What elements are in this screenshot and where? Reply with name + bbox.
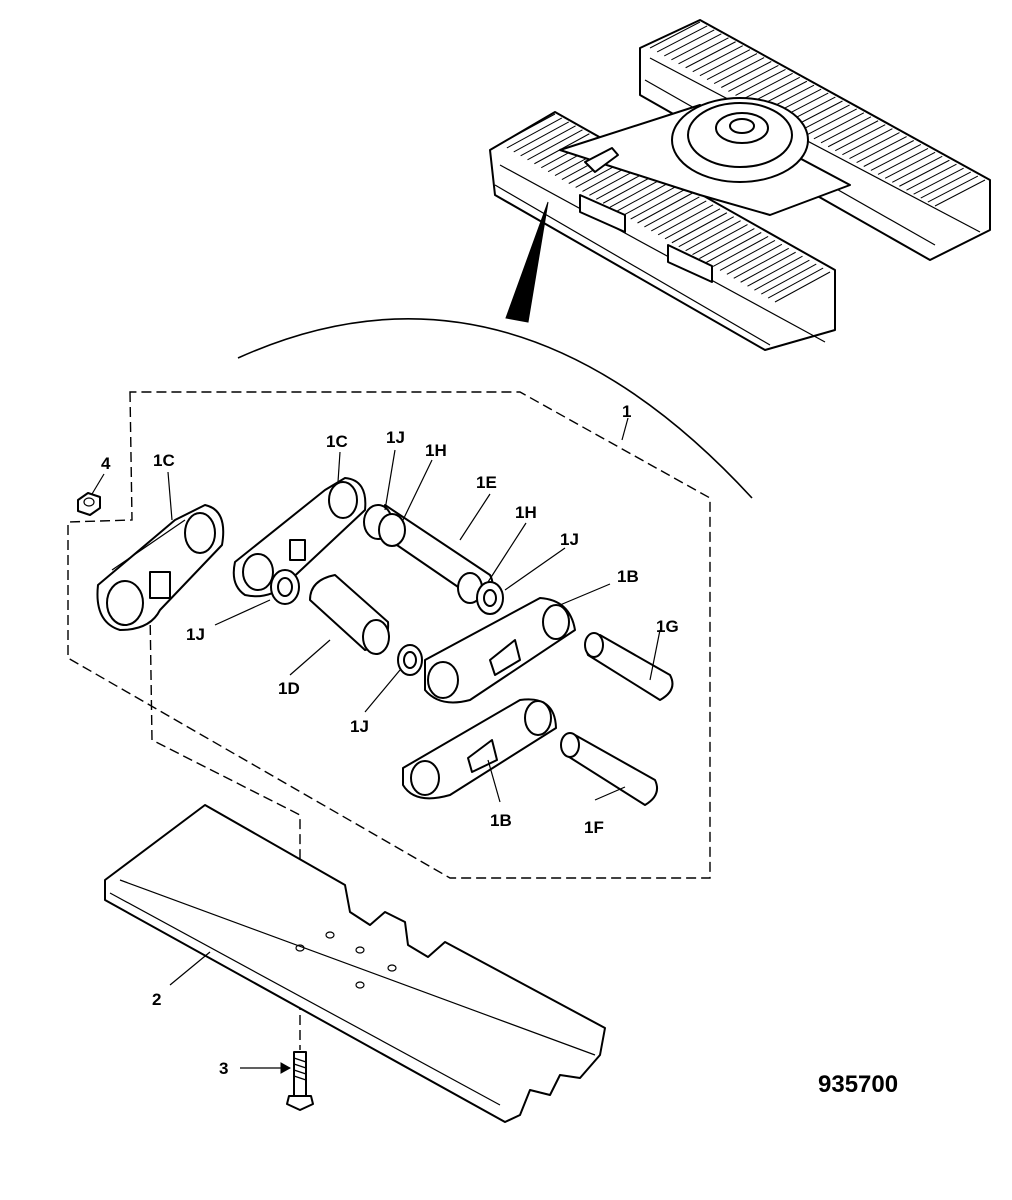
leader-lines — [91, 417, 661, 1069]
nut-4 — [77, 492, 101, 516]
link-1C-right — [232, 477, 367, 598]
seal-1J-left — [270, 569, 300, 605]
link-1C-left — [96, 504, 225, 631]
bolt-3 — [286, 1051, 314, 1111]
callout-1C-right: 1C — [326, 432, 348, 451]
link-1B-bottom — [402, 698, 557, 800]
assembly-boundary — [67, 391, 711, 879]
callout-1C-left: 1C — [153, 451, 175, 470]
callout-3: 3 — [219, 1059, 228, 1078]
seal-1J-bottom — [397, 644, 423, 676]
callout-1: 1 — [622, 402, 631, 421]
pin-1G — [584, 632, 674, 701]
pin-1E-assembly — [363, 504, 504, 615]
callout-1J-bottom: 1J — [350, 717, 369, 736]
callout-1G: 1G — [656, 617, 679, 636]
callout-1E: 1E — [476, 473, 497, 492]
callout-labels: 1 1C 1C 1J 1H 1E 1H 1J 1B 1J 1D 1J 1G 1B… — [101, 402, 679, 1078]
callout-2: 2 — [152, 990, 161, 1009]
callout-1B-bottom: 1B — [490, 811, 512, 830]
track-shoe-2 — [104, 804, 606, 1123]
detail-arc — [237, 318, 753, 499]
pin-1F — [560, 732, 658, 806]
undercarriage-overview — [489, 19, 991, 351]
bushing-1D — [309, 574, 390, 655]
callout-1F: 1F — [584, 818, 604, 837]
callout-1J-right: 1J — [560, 530, 579, 549]
link-1B-top — [424, 597, 576, 704]
callout-1B-top: 1B — [617, 567, 639, 586]
callout-1D: 1D — [278, 679, 300, 698]
callout-1H-left: 1H — [425, 441, 447, 460]
callout-1H-right: 1H — [515, 503, 537, 522]
callout-1J-top: 1J — [386, 428, 405, 447]
figure-number: 935700 — [818, 1071, 898, 1098]
callout-4: 4 — [101, 454, 111, 473]
callout-1J-left: 1J — [186, 625, 205, 644]
